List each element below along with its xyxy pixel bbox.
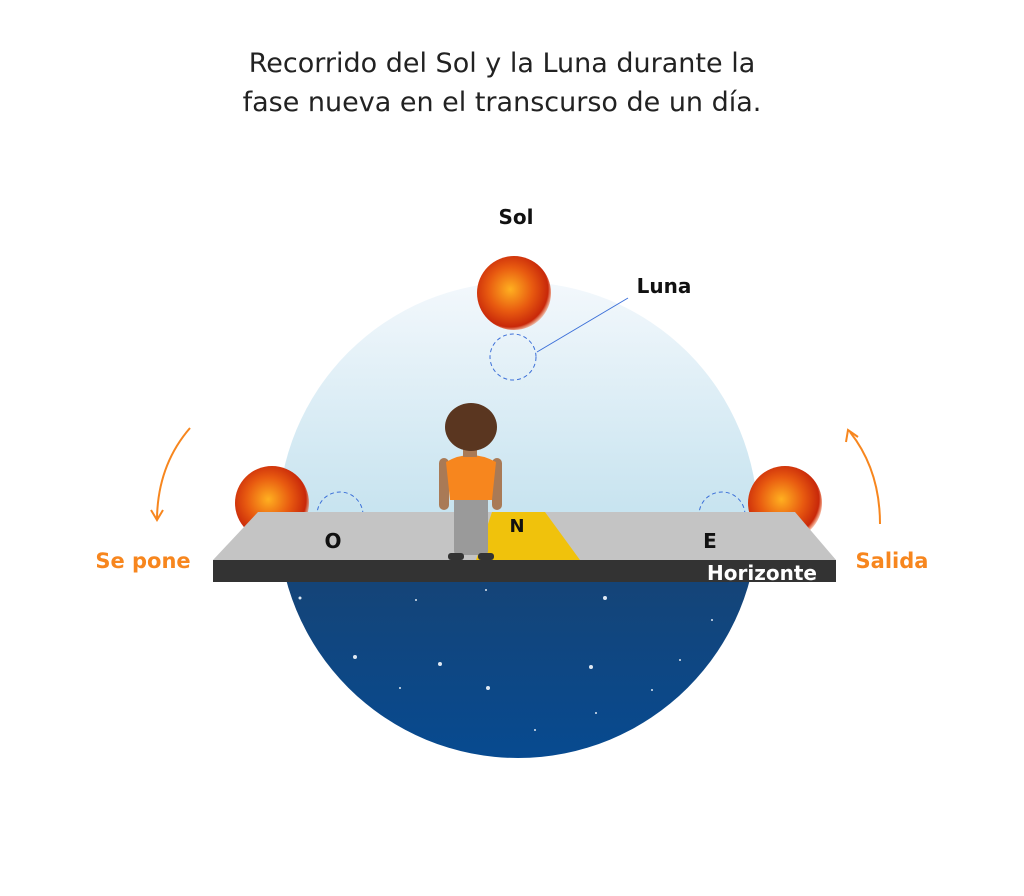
moon-noon: [489, 333, 537, 381]
observer-person: [439, 403, 502, 560]
night-sky: [281, 560, 755, 758]
sun-noon: [477, 256, 551, 330]
day-sky: [278, 282, 758, 560]
north-label: N: [509, 516, 524, 537]
title-line-2: fase nueva en el transcurso de un día.: [242, 87, 762, 118]
diagram-title: Recorrido del Sol y la Luna durante la f…: [0, 44, 1004, 122]
west-label: O: [324, 529, 341, 553]
moon-label: Luna: [637, 274, 692, 298]
setting-arrow: [150, 427, 191, 522]
horizon-label: Horizonte: [707, 561, 817, 585]
stars: [298, 589, 713, 731]
rising-arrow: [845, 428, 881, 525]
sets-label: Se pone: [95, 549, 190, 573]
sun-label: Sol: [499, 205, 534, 229]
east-label: E: [703, 529, 717, 553]
rises-label: Salida: [856, 549, 929, 573]
horizon-strip: [213, 560, 836, 582]
north-path: [476, 512, 580, 560]
title-line-1: Recorrido del Sol y la Luna durante la: [248, 48, 756, 79]
moon-leader-line: [536, 297, 629, 353]
